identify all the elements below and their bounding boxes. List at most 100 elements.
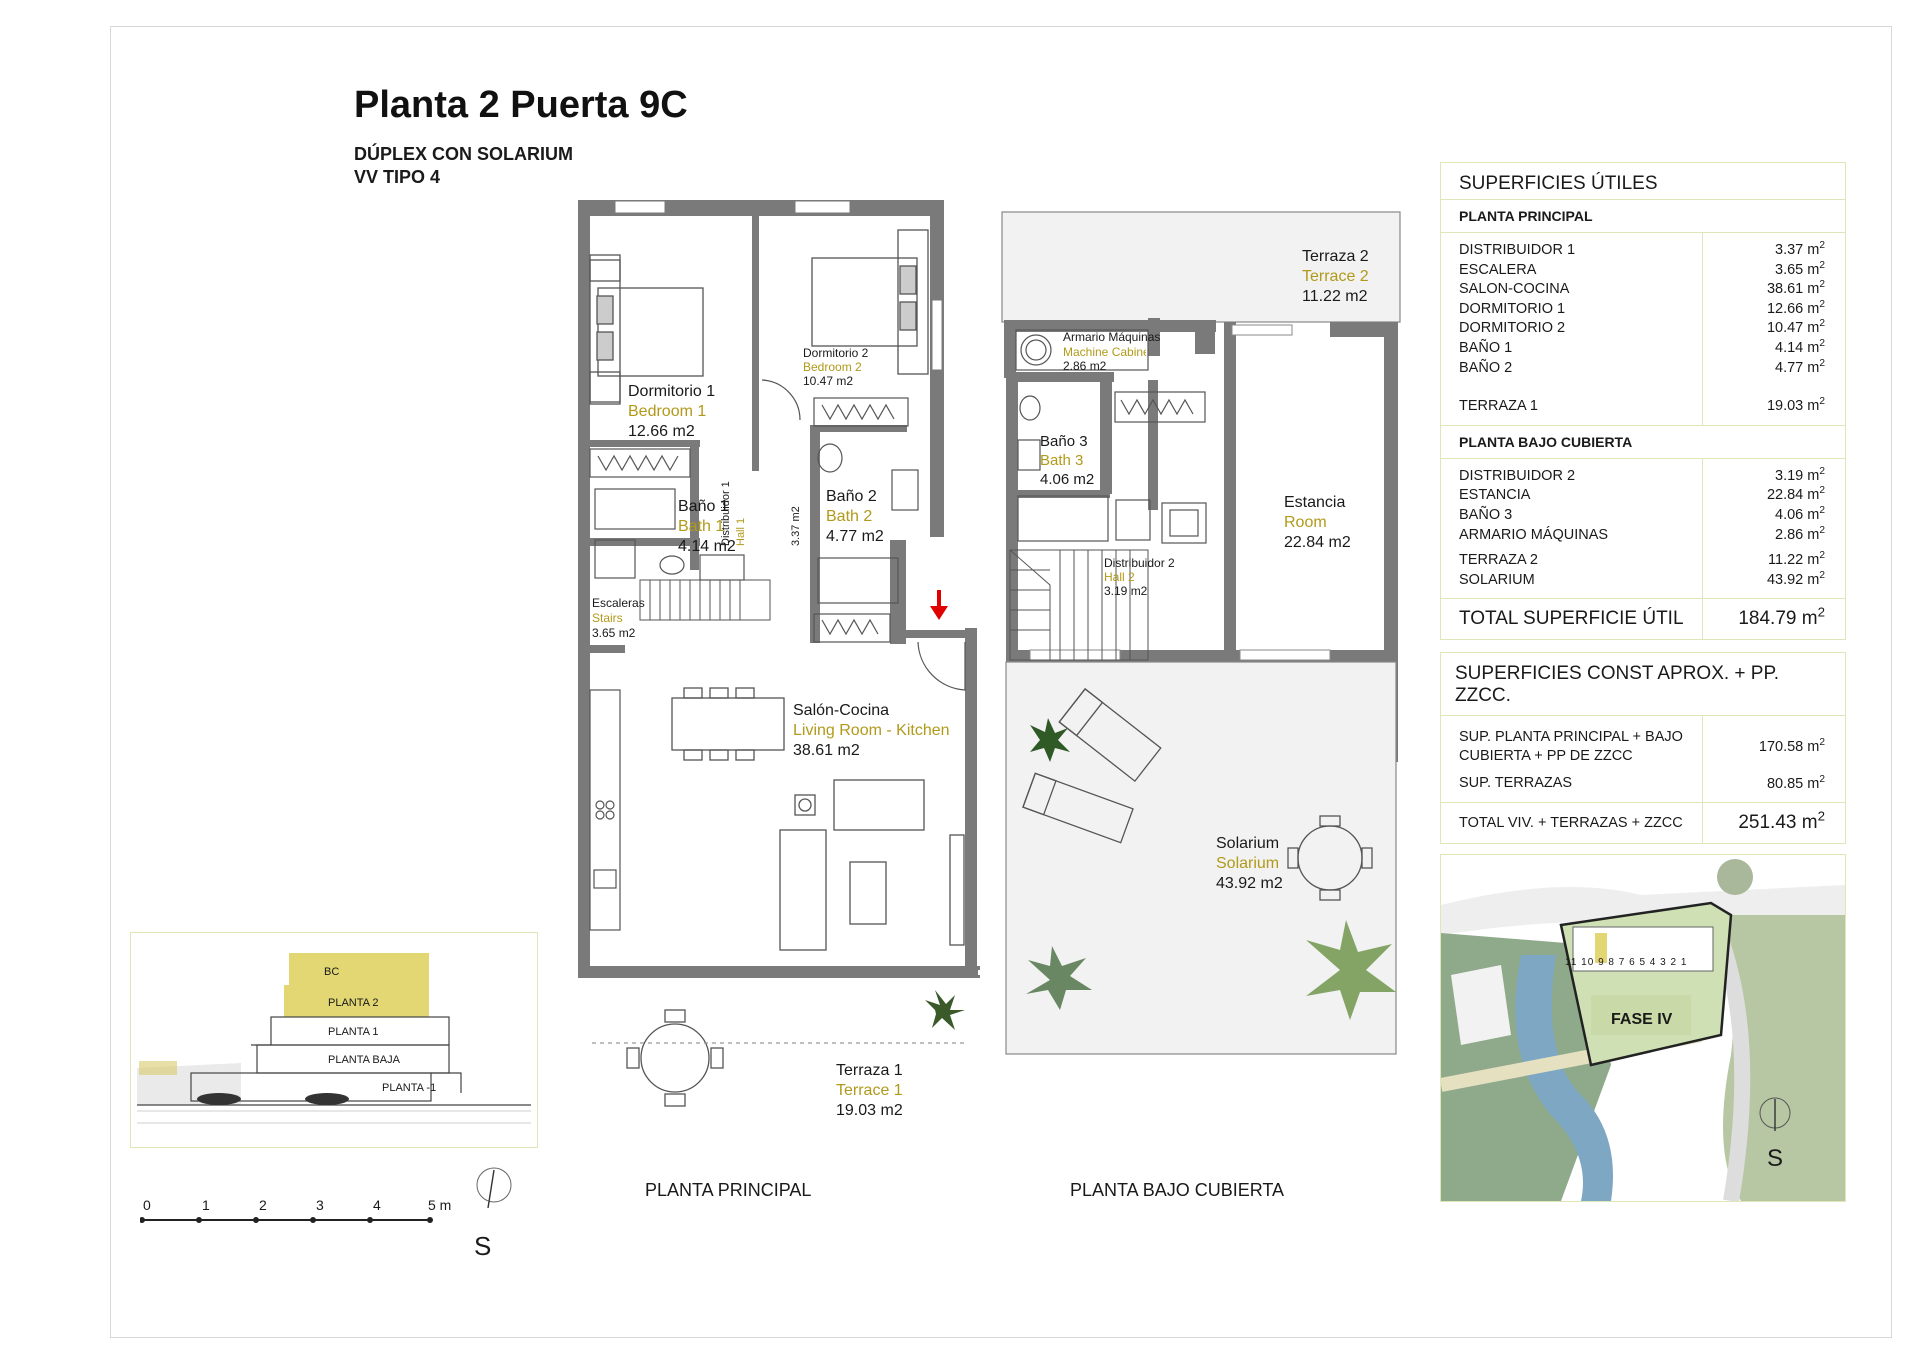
building-section: BC PLANTA 2 PLANTA 1 PLANTA BAJA PLANTA … bbox=[130, 932, 538, 1148]
area-row-value: 43.92 m2 bbox=[1766, 569, 1825, 588]
room-label-hall-2: Hall 2 bbox=[1104, 570, 1135, 584]
room-label-terrace-1: Terrace 1 bbox=[836, 1082, 903, 1099]
scale-tick-4: 4 bbox=[373, 1197, 381, 1213]
roof-floor-plan bbox=[1001, 211, 1401, 1055]
room-label-armario-maquinas: Armario Máquinas bbox=[1063, 330, 1161, 344]
phase-label: FASE IV bbox=[1611, 1011, 1673, 1028]
room-label-stairs: Stairs bbox=[592, 611, 623, 625]
main-floor-section-title: PLANTA PRINCIPAL bbox=[1441, 200, 1845, 233]
room-label-hall-1: Hall 1 bbox=[735, 517, 747, 546]
room-label-bath-2: Bath 2 bbox=[826, 508, 873, 525]
room-label-terraza-1: Terraza 1 bbox=[836, 1062, 903, 1079]
room-area-salon-cocina: 38.61 m2 bbox=[793, 742, 860, 759]
room-area-bano-3: 4.06 m2 bbox=[1040, 471, 1095, 488]
section-level-bc: BC bbox=[324, 966, 340, 978]
section-level-planta-1: PLANTA 1 bbox=[328, 1026, 379, 1038]
built-area-value: 80.85 m2 bbox=[1766, 774, 1825, 793]
room-label-bano-3: Baño 3 bbox=[1040, 433, 1088, 450]
room-label-dormitorio-1: Dormitorio 1 bbox=[628, 383, 716, 400]
area-row-label: BAÑO 2 bbox=[1459, 359, 1513, 376]
room-label-bath-1: Bath 1 bbox=[678, 518, 725, 535]
scale-tick-1: 1 bbox=[202, 1197, 210, 1213]
area-row-value: 4.14 m2 bbox=[1775, 338, 1825, 356]
area-row-label: TERRAZA 2 bbox=[1459, 552, 1538, 569]
built-area-rows: SUP. PLANTA PRINCIPAL + BAJO CUBIERTA + … bbox=[1441, 716, 1845, 804]
main-floor-plan bbox=[578, 200, 980, 1107]
area-row-label: SOLARIUM bbox=[1459, 571, 1535, 588]
dwelling-variant: VV TIPO 4 bbox=[354, 167, 441, 187]
area-row-value: 4.77 m2 bbox=[1775, 357, 1825, 376]
map-north-arrow-icon bbox=[1759, 1097, 1791, 1131]
area-row-value: 3.37 m2 bbox=[1775, 240, 1825, 258]
room-area-estancia: 22.84 m2 bbox=[1284, 534, 1351, 551]
area-row-value: 3.65 m2 bbox=[1775, 259, 1825, 278]
room-label-distribuidor-1: Distribuidor 1 bbox=[720, 481, 732, 546]
areas-table-header: SUPERFICIES ÚTILES bbox=[1441, 163, 1845, 200]
area-row-label: ESCALERA bbox=[1459, 261, 1537, 278]
built-area-header: SUPERFICIES CONST APROX. + PP. ZZCC. bbox=[1441, 653, 1845, 717]
total-useful-area-label: TOTAL SUPERFICIE ÚTIL bbox=[1459, 608, 1684, 630]
room-area-distribuidor-2: 3.19 m2 bbox=[1104, 584, 1148, 598]
room-label-distribuidor-2: Distribuidor 2 bbox=[1104, 556, 1175, 570]
scale-tick-5: 5 m bbox=[428, 1197, 452, 1213]
room-area-bano-2: 4.77 m2 bbox=[826, 528, 884, 545]
area-row-label: DISTRIBUIDOR 1 bbox=[1459, 242, 1576, 258]
sheet-frame bbox=[110, 26, 1892, 1338]
area-row-value: 10.47 m2 bbox=[1766, 318, 1825, 337]
area-row-value: 2.86 m2 bbox=[1775, 524, 1825, 543]
room-area-distribuidor-1: 3.37 m2 bbox=[790, 506, 802, 546]
room-label-machine-cabinet: Machine Cabinet bbox=[1063, 345, 1146, 359]
section-drawing bbox=[137, 953, 531, 1124]
area-row-value: 11.22 m2 bbox=[1768, 550, 1825, 569]
scale-tick-3: 3 bbox=[316, 1197, 324, 1213]
room-label-bano-1: Baño 1 bbox=[678, 498, 729, 515]
built-total-row: TOTAL VIV. + TERRAZAS + ZZCC 251.43 m2 bbox=[1441, 803, 1845, 845]
caption-planta-bajo-cubierta: PLANTA BAJO CUBIERTA bbox=[1070, 1180, 1285, 1200]
room-label-salon-cocina: Salón-Cocina bbox=[793, 702, 890, 719]
area-row-value: 4.06 m2 bbox=[1775, 505, 1825, 523]
room-area-dormitorio-2: 10.47 m2 bbox=[803, 374, 854, 388]
area-row-label: ESTANCIA bbox=[1459, 487, 1531, 504]
total-useful-area-row: TOTAL SUPERFICIE ÚTIL 184.79 m2 bbox=[1441, 599, 1845, 641]
map-north-label: S bbox=[1767, 1145, 1784, 1172]
site-location-map: 11 10 9 8 7 6 5 4 3 2 1 FASE IV S bbox=[1440, 854, 1846, 1202]
area-row-value: 22.84 m2 bbox=[1766, 485, 1825, 504]
room-area-terraza-1: 19.03 m2 bbox=[836, 1102, 903, 1119]
site-map-drawing bbox=[1441, 855, 1845, 1201]
room-area-dormitorio-1: 12.66 m2 bbox=[628, 423, 695, 440]
area-row-label: DISTRIBUIDOR 2 bbox=[1459, 467, 1576, 484]
room-area-terraza-2: 11.22 m2 bbox=[1302, 288, 1368, 305]
built-area-label: CUBIERTA + PP DE ZZCC bbox=[1459, 748, 1633, 765]
room-label-room: Room bbox=[1284, 514, 1327, 531]
room-area-armario-maquinas: 2.86 m2 bbox=[1063, 359, 1107, 373]
built-total-label: TOTAL VIV. + TERRAZAS + ZZCC bbox=[1459, 815, 1683, 832]
unit-numbers: 11 10 9 8 7 6 5 4 3 2 1 bbox=[1565, 957, 1688, 968]
scale-tick-2: 2 bbox=[259, 1197, 267, 1213]
room-area-bano-1: 4.14 m2 bbox=[678, 538, 736, 555]
built-total-value: 251.43 m2 bbox=[1702, 803, 1845, 844]
room-area-escaleras: 3.65 m2 bbox=[592, 626, 636, 640]
room-label-escaleras: Escaleras bbox=[592, 596, 645, 610]
section-level-planta-baja: PLANTA BAJA bbox=[328, 1054, 400, 1066]
built-area-label: SUP. TERRAZAS bbox=[1459, 775, 1573, 792]
built-area-label: SUP. PLANTA PRINCIPAL + BAJO bbox=[1459, 729, 1683, 746]
built-area-value: 170.58 m2 bbox=[1758, 737, 1825, 756]
area-row-value: 19.03 m2 bbox=[1766, 396, 1825, 415]
page-title: Planta 2 Puerta 9C bbox=[354, 84, 688, 126]
area-row-label: SALON-COCINA bbox=[1459, 281, 1570, 298]
total-useful-area-value: 184.79 m2 bbox=[1702, 599, 1845, 640]
section-level-planta-menos-1: PLANTA -1 bbox=[382, 1082, 437, 1094]
area-row-label: DORMITORIO 1 bbox=[1459, 300, 1566, 317]
room-label-estancia: Estancia bbox=[1284, 494, 1346, 511]
main-floor-rows: DISTRIBUIDOR 1 ESCALERA SALON-COCINA DOR… bbox=[1441, 233, 1845, 426]
scale-bar bbox=[140, 1217, 433, 1223]
room-label-bedroom-1: Bedroom 1 bbox=[628, 403, 707, 420]
room-label-solarium: Solarium bbox=[1216, 835, 1280, 852]
room-label-bedroom-2: Bedroom 2 bbox=[803, 360, 862, 374]
dwelling-type: DÚPLEX CON SOLARIUM bbox=[354, 144, 574, 164]
room-label-solarium-en: Solarium bbox=[1216, 855, 1280, 872]
area-row-value: 12.66 m2 bbox=[1766, 298, 1825, 317]
north-arrow-label: S bbox=[474, 1231, 492, 1261]
areas-table: SUPERFICIES ÚTILES PLANTA PRINCIPAL DIST… bbox=[1440, 162, 1846, 845]
room-label-bath-3: Bath 3 bbox=[1040, 452, 1084, 469]
